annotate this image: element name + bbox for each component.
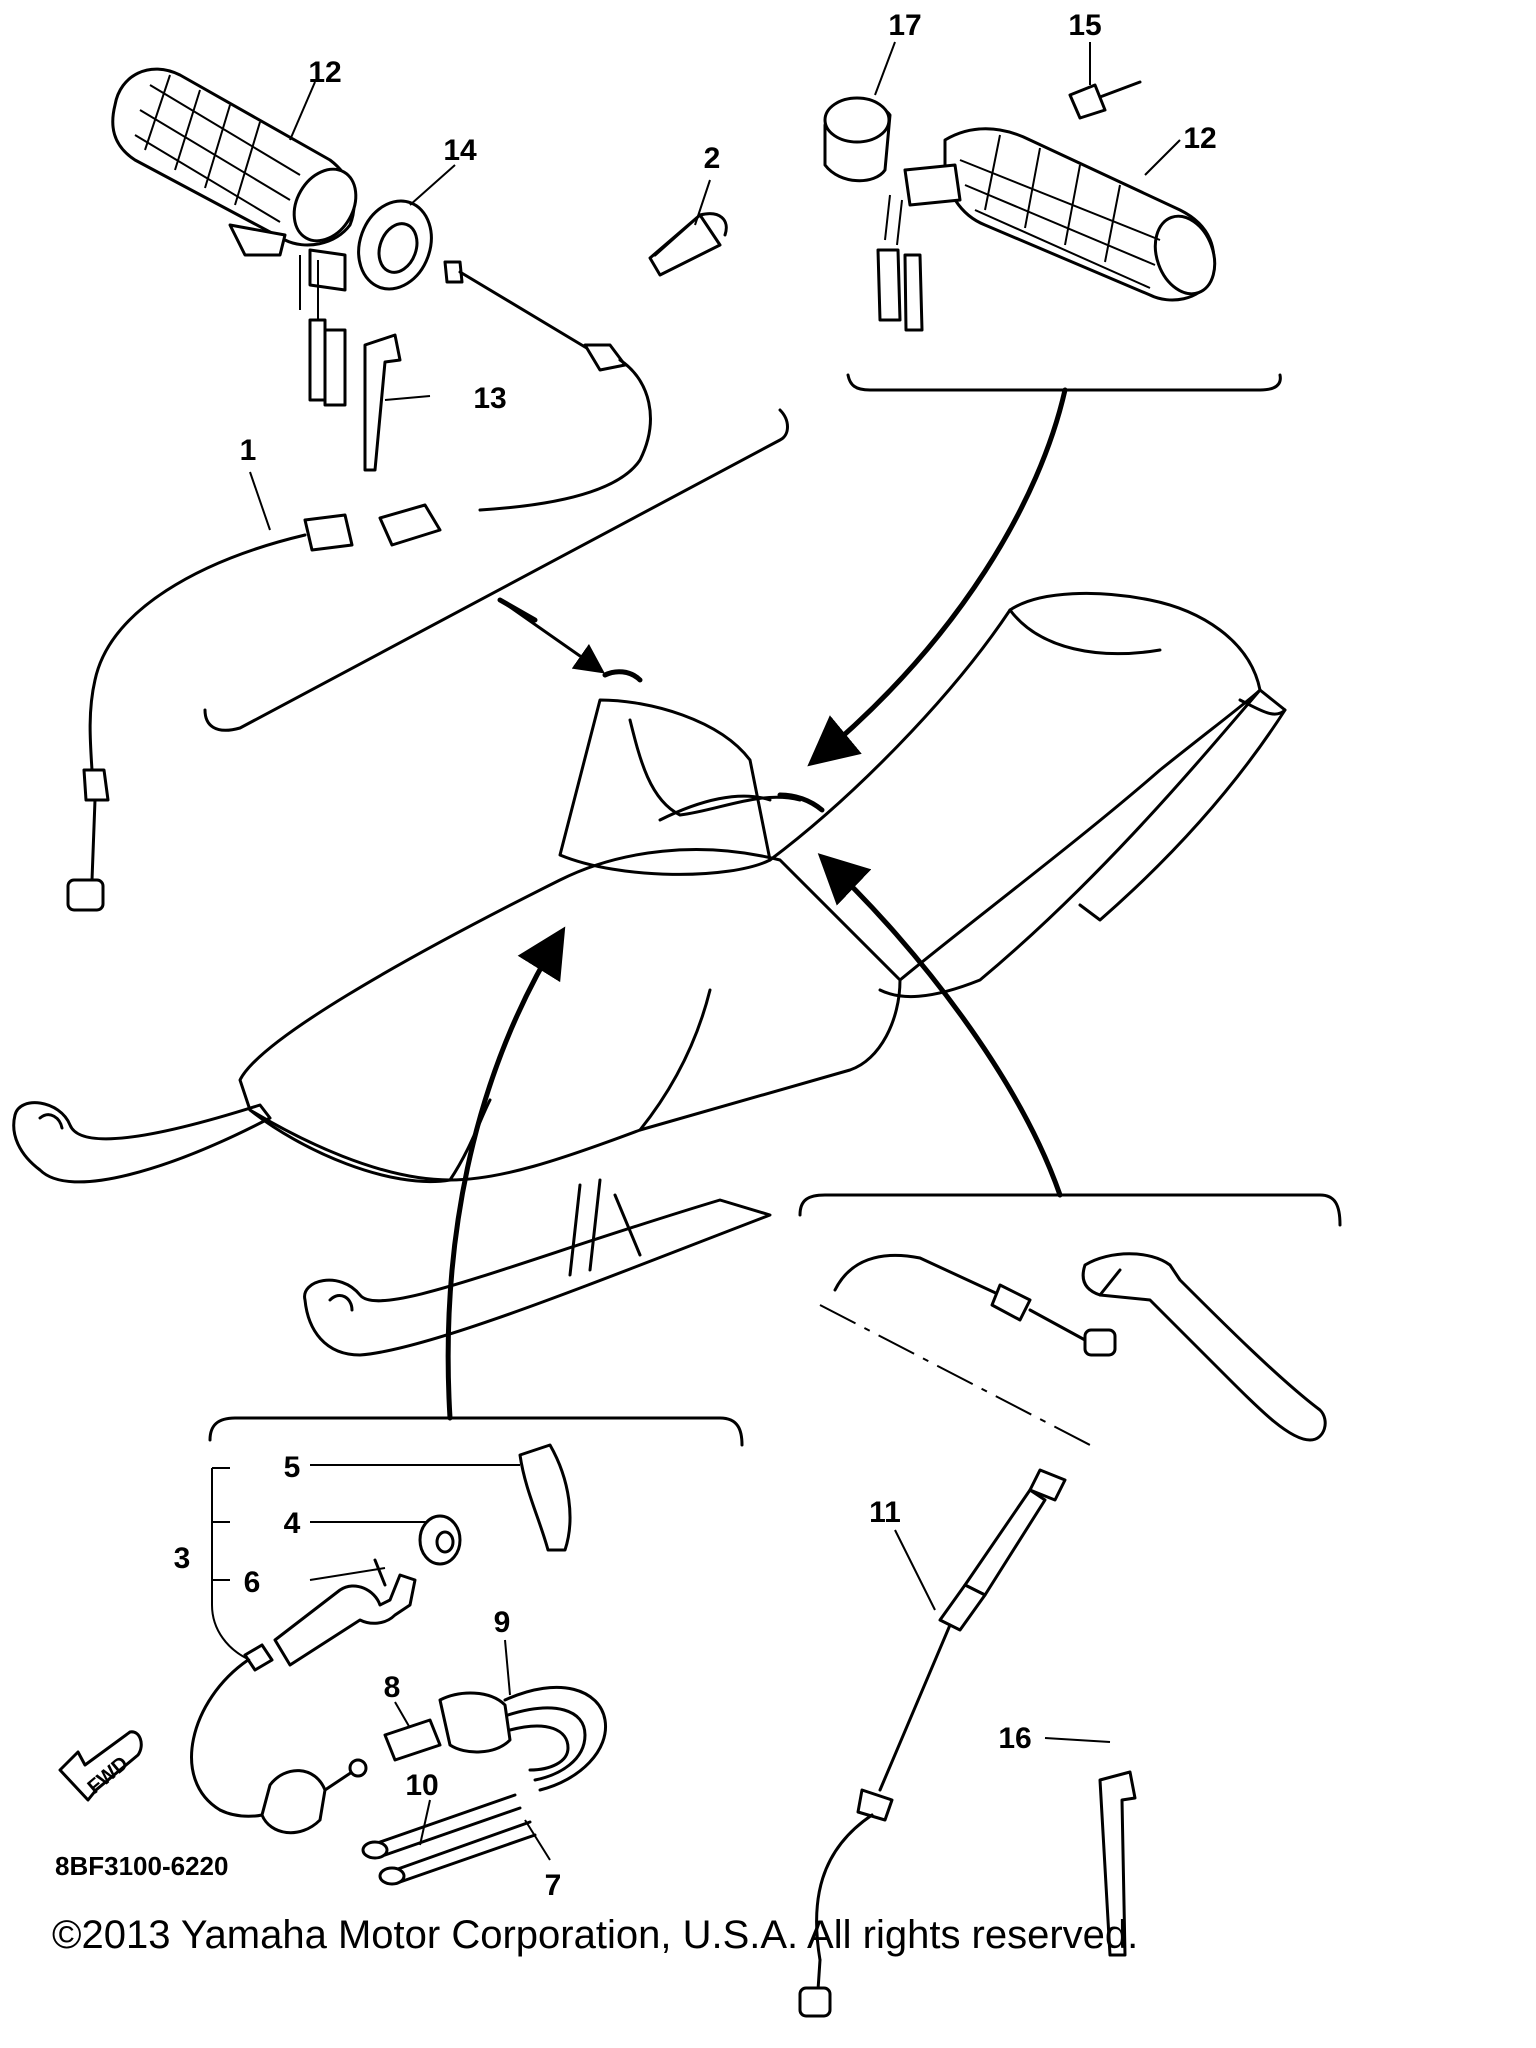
callout-7: 7 xyxy=(545,1869,562,1902)
callout-3: 3 xyxy=(174,1542,191,1575)
callout-1: 1 xyxy=(240,434,257,467)
alignment-line xyxy=(819,1304,1091,1446)
wire-leads xyxy=(361,1793,537,1886)
leader-lines xyxy=(211,41,1181,1861)
copyright-notice: ©2013 Yamaha Motor Corporation, U.S.A. A… xyxy=(52,1913,1139,1957)
switch-cover xyxy=(518,1443,572,1552)
callout-10: 10 xyxy=(405,1769,438,1802)
screw xyxy=(1068,80,1142,120)
cable-tie-right xyxy=(1098,1770,1137,1957)
callout-9: 9 xyxy=(494,1606,511,1639)
callout-6: 6 xyxy=(244,1566,261,1599)
bar-end-cap xyxy=(823,96,892,183)
callout-15: 15 xyxy=(1068,9,1101,42)
cable-clip xyxy=(648,212,728,277)
grip-ring xyxy=(357,199,433,291)
pointer-lines xyxy=(445,387,1068,1421)
callout-16: 16 xyxy=(998,1722,1031,1755)
callout-4: 4 xyxy=(284,1507,301,1540)
group-bracket-throttle xyxy=(798,1193,1342,1227)
stop-switch xyxy=(273,1558,417,1667)
throttle-cable-short xyxy=(833,1253,1117,1357)
brake-cable xyxy=(798,1468,1067,2018)
throttle-cable xyxy=(66,260,652,912)
callout-12-left: 12 xyxy=(308,56,341,89)
diagram-code: 8BF3100-6220 xyxy=(55,1851,228,1881)
callout-numbers: 12 14 2 13 1 17 15 12 5 4 3 6 9 8 10 7 1… xyxy=(55,9,1217,1902)
callout-11: 11 xyxy=(869,1496,901,1529)
snowmobile-body xyxy=(12,591,1287,1357)
callout-12-right: 12 xyxy=(1183,122,1216,155)
group-bracket-kill-switch xyxy=(208,1416,744,1447)
left-handlebar-grip xyxy=(111,67,358,407)
callout-2: 2 xyxy=(704,142,721,175)
switch-harness xyxy=(190,1643,368,1835)
callout-14: 14 xyxy=(443,134,477,167)
callout-17: 17 xyxy=(888,9,921,42)
nut xyxy=(418,1514,462,1566)
cable-tie-left xyxy=(363,333,402,472)
callout-8: 8 xyxy=(384,1671,401,1704)
group-bracket-left-grip xyxy=(203,408,789,732)
throttle-lever xyxy=(1081,1252,1327,1442)
wire-harness xyxy=(383,1685,608,1792)
forward-direction-arrow: FWD xyxy=(58,1730,143,1802)
right-handlebar-grip xyxy=(876,127,1217,332)
callout-5: 5 xyxy=(284,1451,301,1484)
callout-13: 13 xyxy=(473,382,506,415)
